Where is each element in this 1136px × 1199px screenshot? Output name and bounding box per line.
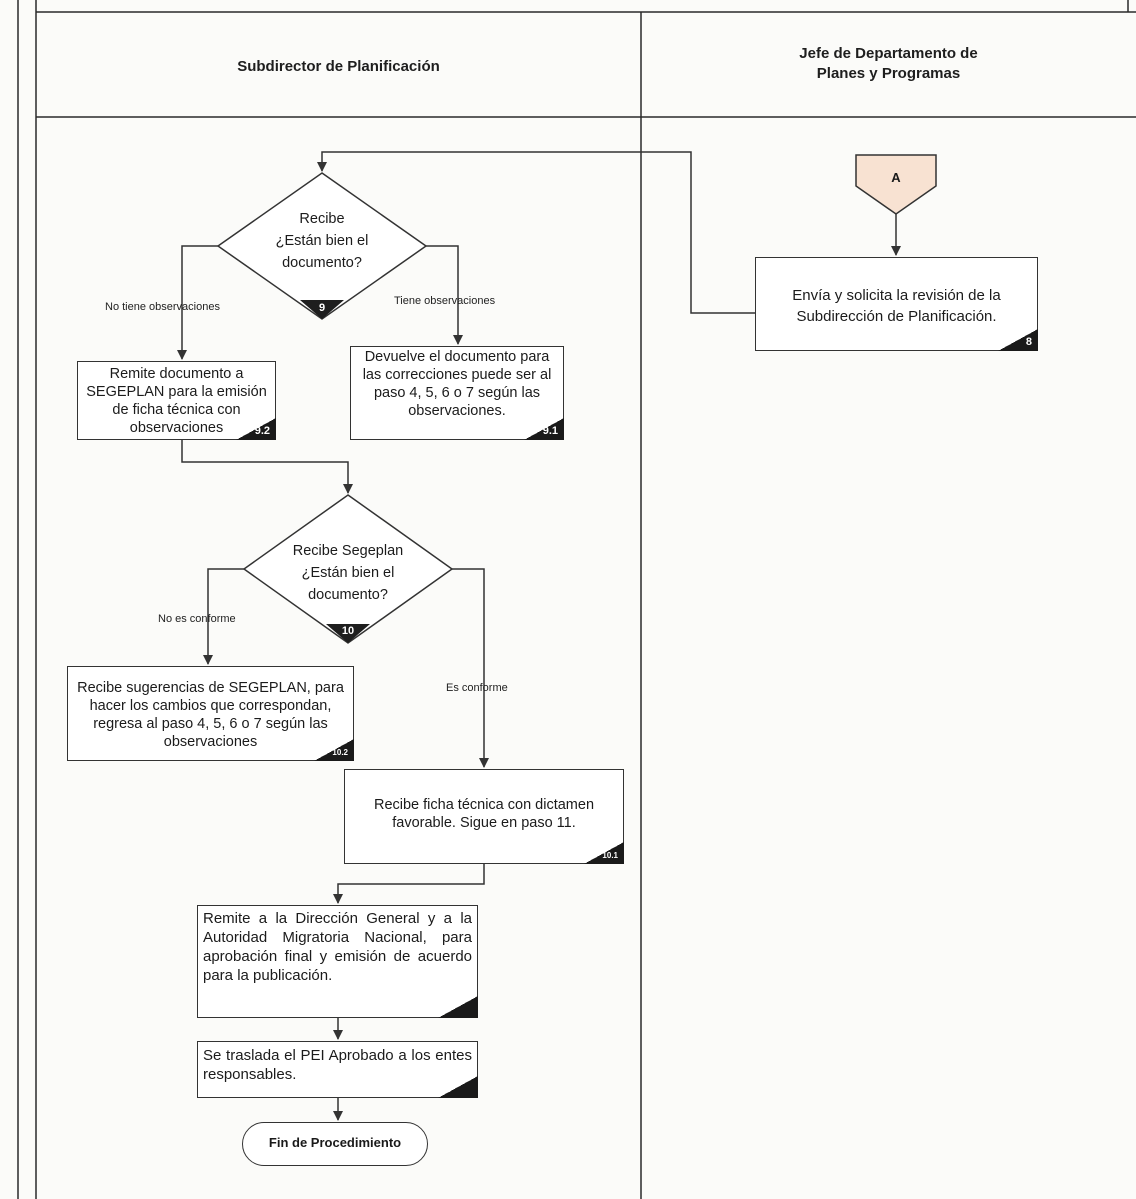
step-10-1-number: 10.1 [584, 842, 624, 864]
step-10-1-text: Recibe ficha técnica con dictamen favora… [373, 797, 595, 831]
step-12-box: Se traslada el PEI Aprobado a los entes … [197, 1041, 478, 1098]
swimlane-grid [17, 0, 1136, 1199]
decision-10-tab [326, 624, 370, 643]
branch-no-observaciones: No tiene observaciones [105, 301, 220, 313]
step-12-number: 12 [438, 1076, 478, 1098]
end-terminal: Fin de Procedimiento [242, 1122, 428, 1166]
step-9-2-box: Remite documento a SEGEPLAN para la emis… [77, 361, 276, 440]
step-11-number: 11 [438, 996, 478, 1018]
step-8-text: Envía y solicita la revisión de la Subdi… [792, 287, 1001, 325]
branch-no-conforme: No es conforme [158, 613, 236, 625]
step-11-box: Remite a la Dirección General y a la Aut… [197, 905, 478, 1018]
lane-title-jefe-line1: Jefe de Departamento de [799, 45, 978, 62]
decision-10-line3: documento? [308, 587, 388, 603]
step-9-1-text: Devuelve el documento para las correccio… [362, 349, 552, 419]
branch-observaciones: Tiene observaciones [394, 295, 496, 307]
step-11-text: Remite a la Dirección General y a la Aut… [203, 910, 472, 984]
connector-a-shape [855, 154, 937, 215]
step-10-2-text: Recibe sugerencias de SEGEPLAN, para hac… [77, 680, 344, 750]
step-9-2-text: Remite documento a SEGEPLAN para la emis… [86, 366, 267, 436]
step-8-number: 8 [998, 329, 1038, 351]
step-12-text: Se traslada el PEI Aprobado a los entes … [203, 1047, 472, 1083]
step-9-2-number: 9.2 [236, 418, 276, 440]
lane-title-jefe-line2: Planes y Programas [816, 65, 961, 82]
decision-9-line2: ¿Están bien el [275, 233, 369, 249]
lane-title-subdirector: Subdirector de Planificación [237, 58, 440, 75]
step-10-1-box: Recibe ficha técnica con dictamen favora… [344, 769, 624, 864]
step-8-box: Envía y solicita la revisión de la Subdi… [755, 257, 1038, 351]
step-9-1-number: 9.1 [524, 418, 564, 440]
branch-conforme: Es conforme [446, 682, 508, 694]
lane-title-jefe: Jefe de Departamento de Planes y Program… [641, 44, 1136, 84]
decision-10-line2: ¿Están bien el [301, 565, 395, 581]
decision-9-line1: Recibe [299, 211, 345, 227]
step-10-2-box: Recibe sugerencias de SEGEPLAN, para hac… [67, 666, 354, 761]
decision-9-tab [300, 300, 344, 319]
decision-10-text: Recibe Segeplan ¿Están bien el documento… [273, 540, 423, 606]
step-9-1-box: Devuelve el documento para las correccio… [350, 346, 564, 440]
decision-10-line1: Recibe Segeplan [292, 543, 404, 559]
decision-9-text: Recibe ¿Están bien el documento? [262, 208, 382, 274]
decision-9-line3: documento? [282, 255, 362, 271]
decision-10-number: 10 [341, 625, 355, 637]
step-10-2-number: 10.2 [314, 739, 354, 761]
decision-9-number: 9 [318, 302, 326, 314]
connector-a-label: A [891, 170, 901, 185]
